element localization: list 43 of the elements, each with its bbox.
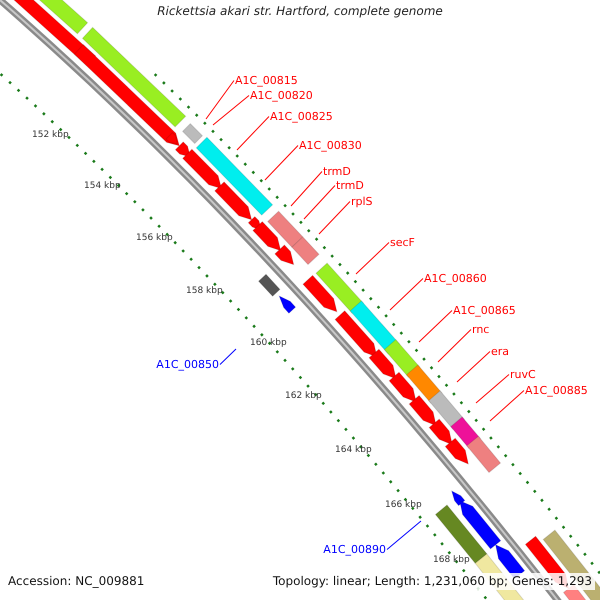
gene-label: rnc: [472, 323, 490, 336]
leader-line: [290, 171, 322, 206]
gene-label: A1C_00850: [156, 358, 219, 371]
scale-label: 158 kbp: [186, 286, 223, 297]
map-title: Rickettsia akari str. Hartford, complete genome: [156, 4, 444, 18]
gene-label: ruvC: [510, 368, 536, 381]
gene-label: A1C_00825: [270, 110, 333, 123]
leader-line: [236, 116, 270, 150]
scale-label: 168 kbp: [433, 555, 470, 566]
scale-label: 160 kbp: [250, 338, 287, 349]
leader-line: [456, 351, 490, 382]
leader-line: [390, 278, 424, 310]
gene-label: A1C_00860: [424, 272, 487, 285]
gene-label: A1C_00820: [250, 89, 313, 102]
scale-label: 154 kbp: [84, 181, 121, 192]
scale-label: 162 kbp: [285, 391, 322, 402]
scale-label: 164 kbp: [335, 445, 372, 456]
gene-label: trmD: [323, 165, 351, 178]
gene-label: A1C_00885: [525, 384, 588, 397]
leader-line: [212, 95, 250, 126]
scale-label: 152 kbp: [32, 130, 69, 141]
leader-line: [438, 329, 472, 362]
gene-label: secF: [390, 236, 415, 249]
gene-label: A1C_00865: [453, 304, 516, 317]
leader-line: [206, 80, 234, 120]
leader-line: [386, 520, 422, 550]
gene-label: A1C_00830: [299, 139, 362, 152]
leader-line: [476, 374, 510, 404]
leader-line: [318, 201, 350, 234]
scale-label: 166 kbp: [385, 500, 422, 511]
leader-line: [356, 242, 390, 274]
genome-summary-text: Topology: linear; Length: 1,231,060 bp; Genes: 1,293: [270, 573, 595, 590]
gene-label: A1C_00815: [235, 74, 298, 87]
gene-label: rplS: [351, 195, 373, 208]
leader-line: [418, 310, 452, 342]
leader-line: [490, 390, 524, 422]
leader-line: [264, 145, 298, 180]
gene-label: trmD: [336, 179, 364, 192]
leader-line: [304, 185, 336, 220]
gene-label: A1C_00890: [323, 543, 386, 556]
leader-line: [220, 348, 236, 365]
gene-label: era: [491, 345, 510, 358]
scale-label: 156 kbp: [136, 233, 173, 244]
